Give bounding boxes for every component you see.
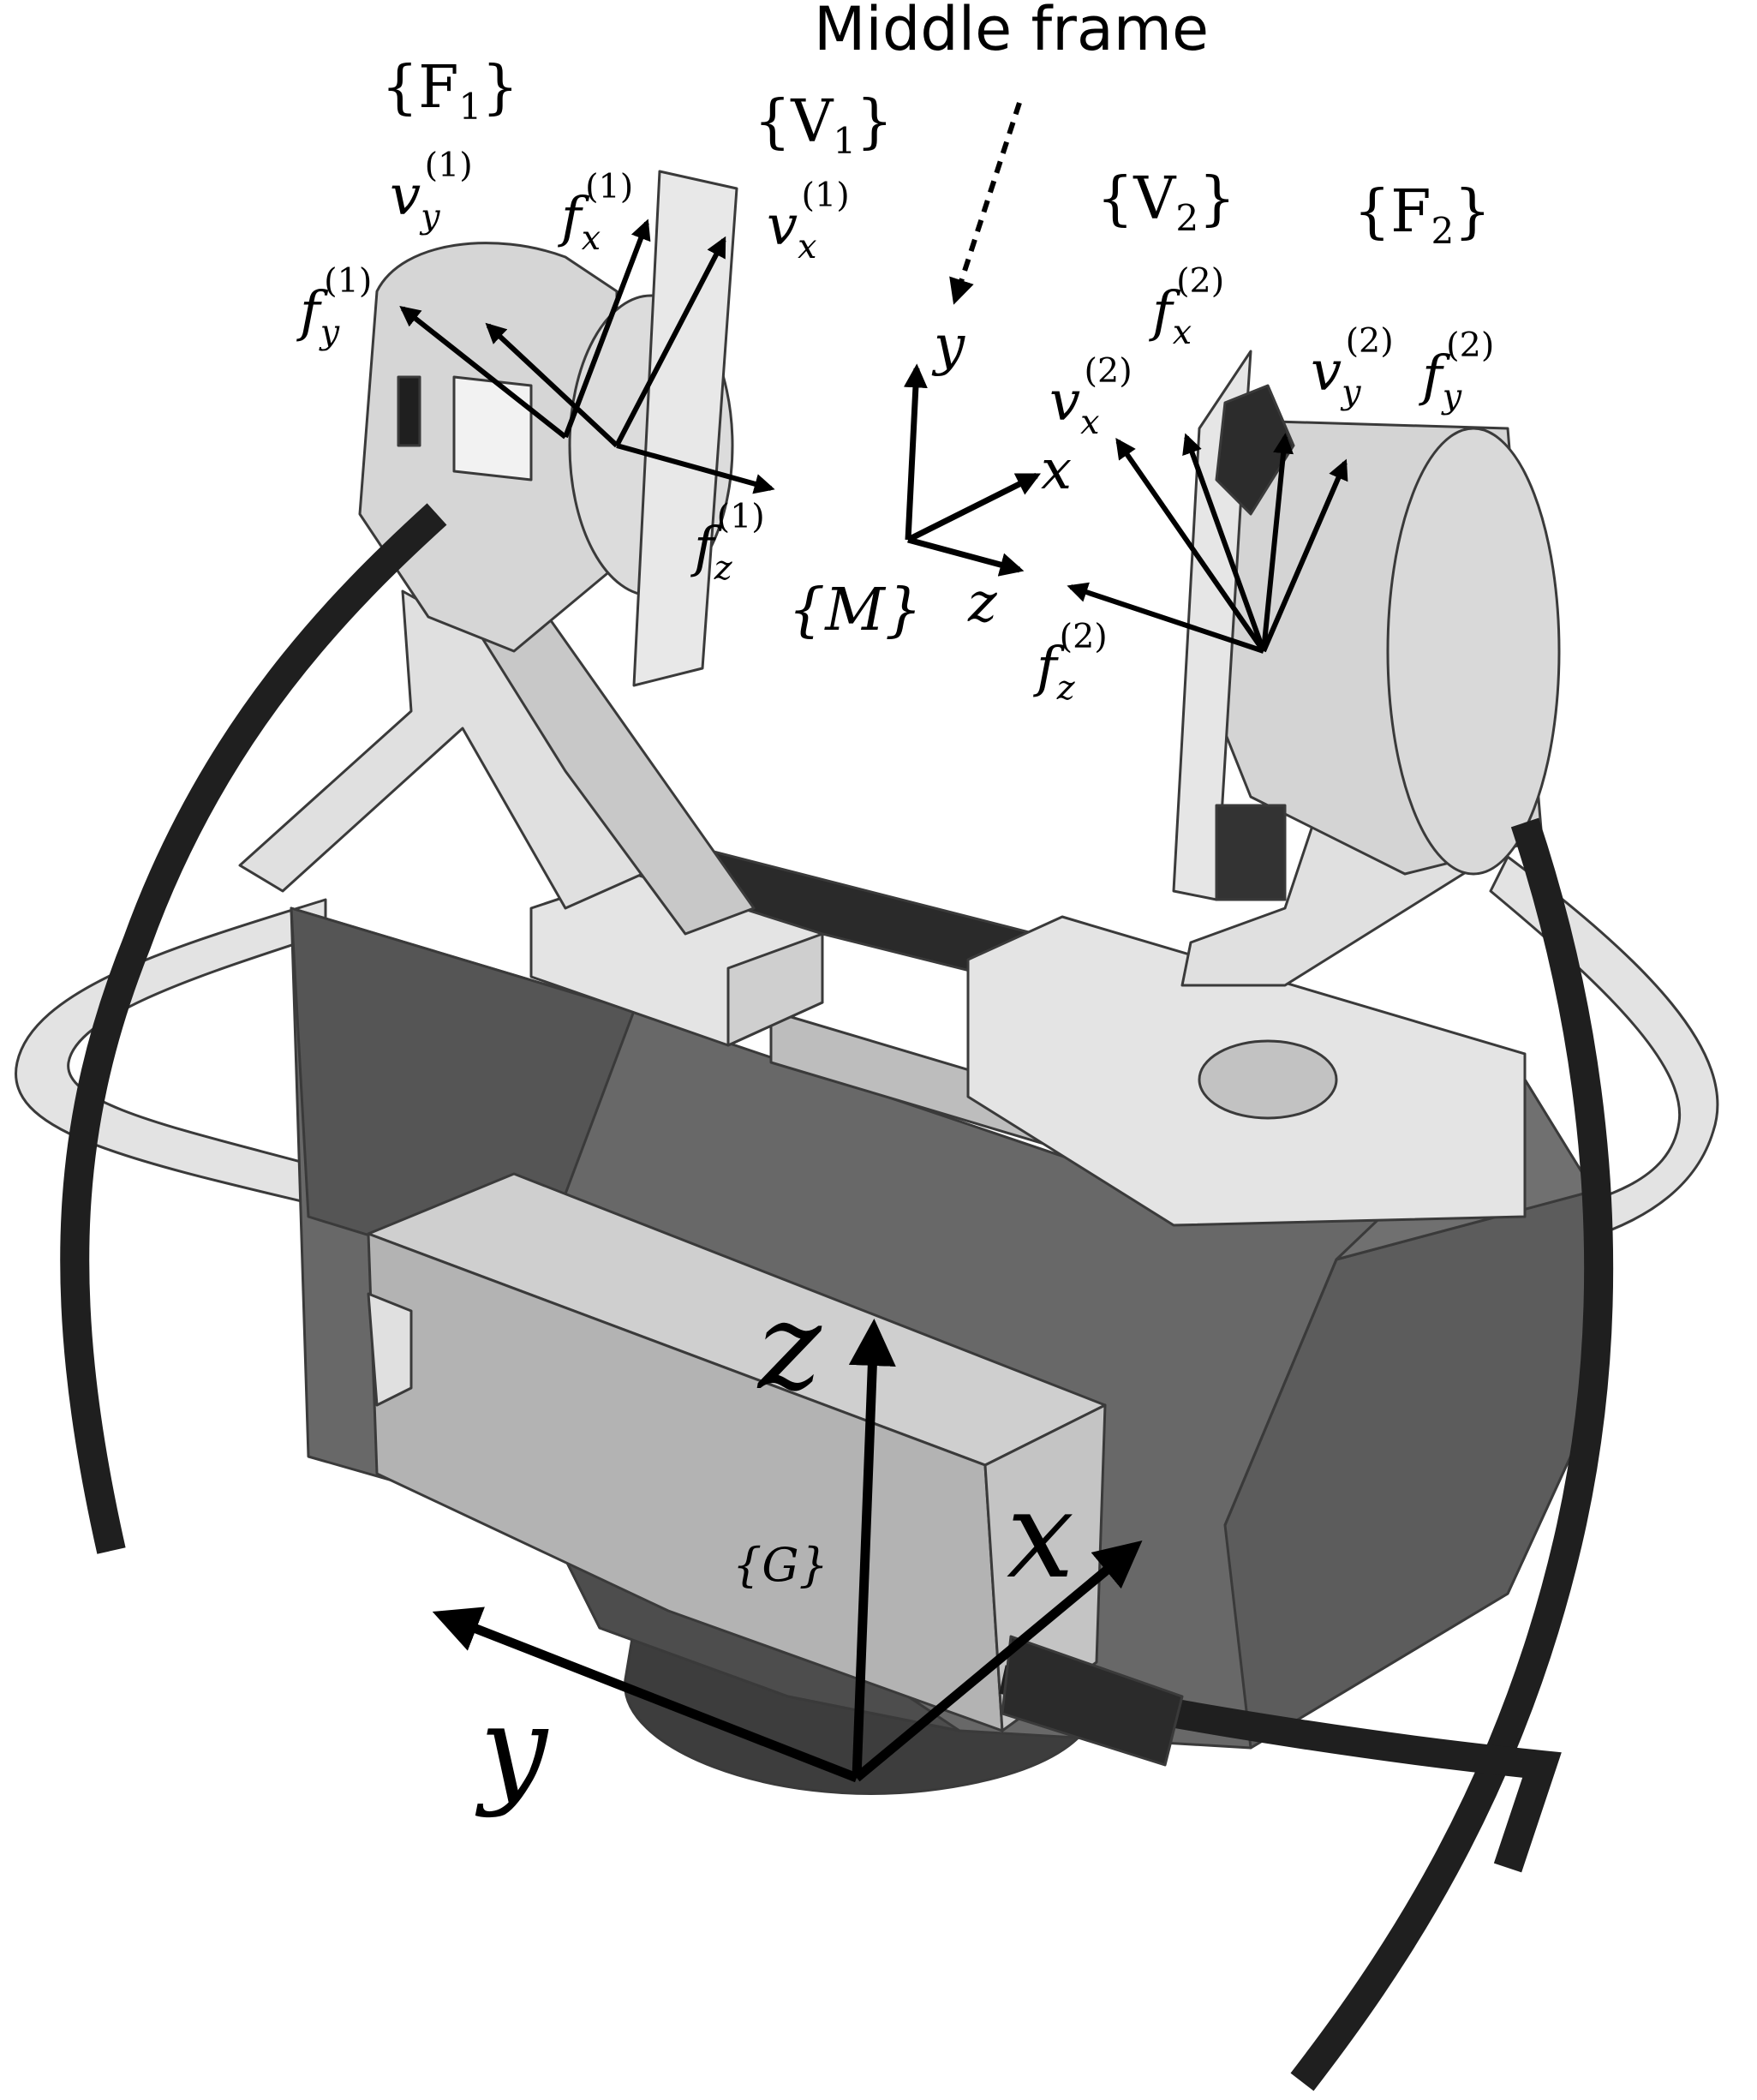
fx2-arrow	[1182, 433, 1266, 653]
fx2-label: fx(2)	[1149, 261, 1224, 352]
front-block-front	[367, 1232, 1004, 1732]
left-finger-pad	[452, 375, 533, 482]
middle-frame-axes	[903, 363, 1042, 577]
frame-V1-label: {V1}	[754, 88, 893, 162]
left-cable	[60, 503, 447, 1554]
gripper-y-label: y	[475, 1680, 549, 1820]
right-finger-disc	[1386, 427, 1561, 876]
frame-F1-label: {F1}	[381, 54, 519, 128]
middle-z-axis	[907, 536, 1025, 577]
frame-M-label: {M}	[788, 577, 922, 644]
right-finger	[1172, 350, 1561, 987]
middle-frame-pointer	[949, 102, 1022, 305]
middle-x-axis	[906, 472, 1042, 543]
vy1-arrow	[485, 322, 619, 448]
fz1-arrow	[616, 443, 775, 494]
vx2-label: vx(2)	[1049, 351, 1132, 442]
fx1-label: fx(1)	[558, 167, 633, 258]
gripper-z-axis	[848, 1319, 896, 1779]
gripper-body	[15, 821, 1719, 1795]
vy1-label: vy(1)	[390, 146, 473, 236]
fz2-arrow	[1067, 582, 1264, 654]
frame-F2-label: {F2}	[1354, 178, 1491, 252]
vy2-arrow	[1261, 433, 1294, 652]
gripper-x-label: x	[1007, 1466, 1074, 1606]
fy1-label: fy(1)	[296, 261, 372, 352]
left-finger-sensor	[397, 375, 421, 447]
fy2-arrow	[1261, 458, 1348, 653]
gripper-z-label: z	[756, 1277, 822, 1417]
left-finger-vectors	[399, 218, 775, 494]
right-finger-vectors	[1067, 433, 1348, 654]
fx1-arrow	[563, 218, 651, 439]
gripper-y-axis	[432, 1606, 859, 1783]
vx1-arrow	[614, 236, 726, 447]
front-block-notch	[367, 1292, 413, 1407]
middle-z-label: z	[967, 571, 998, 635]
left-mount-front	[726, 932, 824, 1047]
bottom-cable-connector	[1001, 1635, 1184, 1767]
vx1-label: vx(1)	[767, 176, 850, 266]
middle-frame-caption: Middle frame	[814, 0, 1209, 64]
frame-V2-label: {V2}	[1097, 165, 1235, 239]
vy2-label: vy(2)	[1311, 321, 1394, 412]
fz2-label: fz(2)	[1033, 617, 1108, 708]
left-finger	[238, 170, 756, 936]
gripper-frame-axes	[432, 1319, 1143, 1783]
fy2-label: fy(2)	[1419, 326, 1494, 416]
right-finger-sensor-bottom	[1215, 804, 1287, 901]
vx2-arrow	[1115, 438, 1266, 653]
gripper-x-axis	[853, 1540, 1143, 1782]
middle-y-label: y	[931, 314, 965, 378]
middle-y-axis	[903, 363, 928, 541]
middle-x-label: x	[1041, 439, 1072, 502]
right-mount-hole	[1198, 1039, 1338, 1120]
left-finger-tip	[632, 170, 738, 687]
frame-G-label: {G}	[732, 1538, 828, 1592]
right-finger-sensor-top	[1215, 384, 1295, 516]
fy1-arrow	[399, 306, 567, 440]
right-cable	[1290, 817, 1614, 2091]
